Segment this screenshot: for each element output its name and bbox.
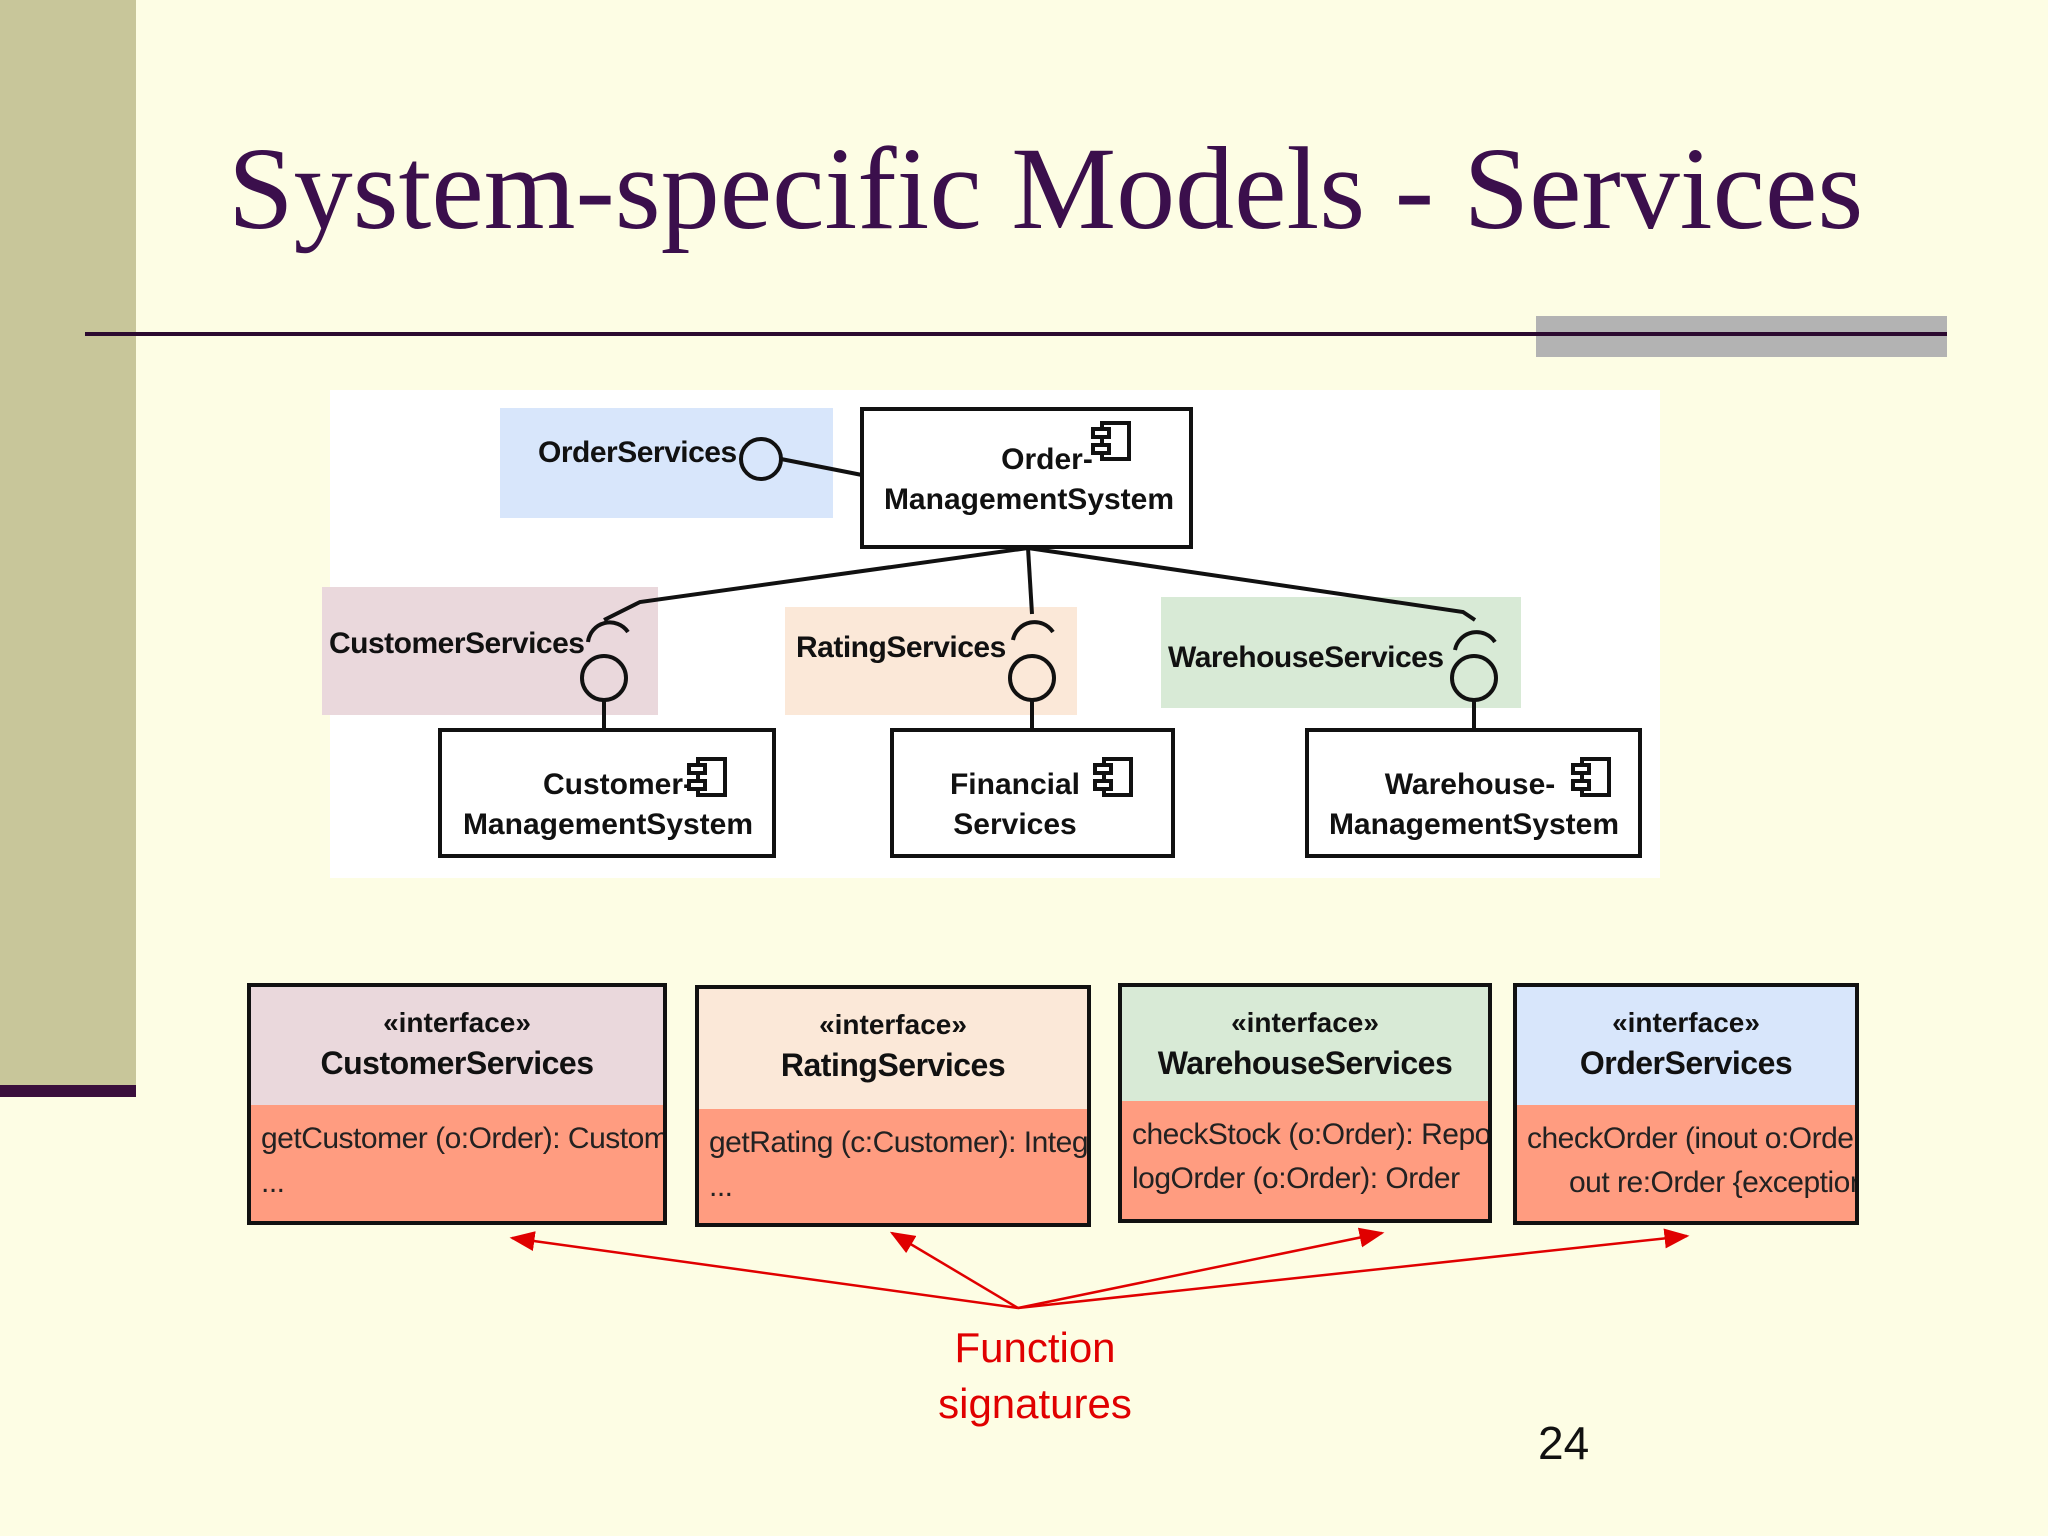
operation-ellipsis: ... (261, 1166, 285, 1199)
interface-stereotype: «interface» (383, 1007, 531, 1038)
arrow-to-customer-services (509, 1231, 1019, 1310)
operation-signature: checkStock (o:Order): Report (1132, 1118, 1488, 1151)
order-management-label: Order- ManagementSystem (883, 443, 1175, 516)
interface-stereotype: «interface» (819, 1009, 967, 1040)
operation-signature: checkOrder (inout o:Order; (1527, 1122, 1855, 1155)
customer-management-label: Customer- ManagementSystem (462, 768, 754, 841)
arrow-to-order-services (1017, 1228, 1690, 1310)
left-decorative-bar (0, 0, 136, 1085)
financial-services-label: Financial Services (949, 768, 1081, 841)
title-rule-accent (1536, 316, 1947, 357)
interface-stereotype: «interface» (1612, 1007, 1760, 1038)
left-bar-edge (0, 1085, 136, 1097)
component-icon (1093, 757, 1133, 797)
operation-signature: logOrder (o:Order): Order (1132, 1162, 1460, 1195)
component-icon (1571, 757, 1611, 797)
order-management-system (860, 407, 1193, 549)
customer-services-interface: «interface» CustomerServices getCustomer… (247, 983, 667, 1225)
rating-services-label: RatingServices (796, 631, 1006, 664)
customer-services-label: CustomerServices (329, 627, 585, 660)
arrow-to-rating-services (889, 1231, 1019, 1310)
operation-signature: getCustomer (o:Order): Customer (261, 1122, 663, 1155)
order-services-interface: «interface» OrderServices checkOrder (in… (1513, 983, 1859, 1225)
operation-signature: out re:Order {exception (1569, 1166, 1855, 1199)
order-services-label: OrderServices (538, 436, 737, 469)
slide-title: System-specific Models - Services (228, 123, 1864, 254)
function-signatures-callout: Function signatures (938, 1324, 1132, 1427)
interface-name: RatingServices (780, 1047, 1006, 1083)
arrow-to-warehouse-services (1017, 1227, 1385, 1310)
operation-signature: getRating (c:Customer): Integer (709, 1126, 1087, 1159)
warehouse-management-label: Warehouse- ManagementSystem (1328, 768, 1620, 841)
rating-services-interface: «interface» RatingServices getRating (c:… (695, 985, 1091, 1227)
component-icon (1091, 421, 1131, 461)
interface-name: OrderServices (1579, 1045, 1793, 1081)
component-icon (687, 757, 727, 797)
warehouse-services-interface: «interface» WarehouseServices checkStock… (1118, 983, 1492, 1223)
title-rule (85, 332, 1947, 336)
interface-name: WarehouseServices (1157, 1045, 1453, 1081)
warehouse-services-label: WarehouseServices (1168, 641, 1444, 674)
interface-stereotype: «interface» (1231, 1007, 1379, 1038)
operation-ellipsis: ... (709, 1170, 733, 1203)
interface-name: CustomerServices (320, 1045, 594, 1081)
page-number: 24 (1538, 1417, 1590, 1469)
